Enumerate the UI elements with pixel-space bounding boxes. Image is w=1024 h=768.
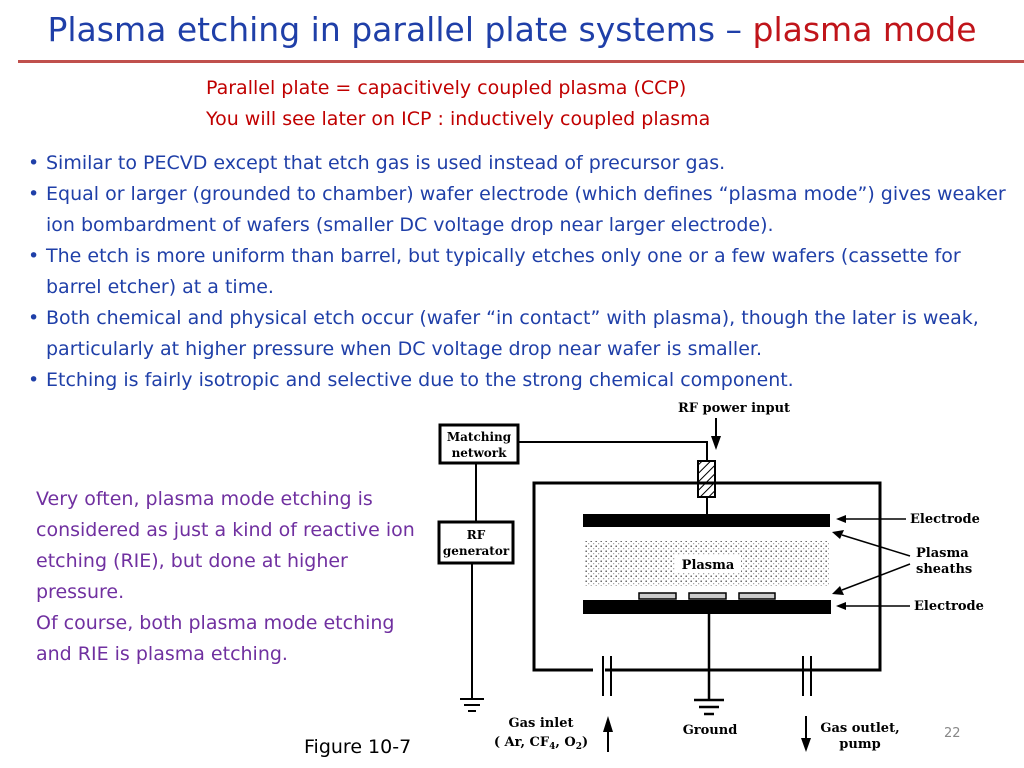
slide-title: Plasma etching in parallel plate systems… — [0, 10, 1024, 49]
ground-symbol-left — [460, 698, 484, 712]
title-accent: plasma mode — [752, 10, 977, 49]
gas-outlet-port — [802, 656, 812, 696]
electrode-pointer-bottom-arrow — [836, 602, 846, 610]
wafer — [688, 592, 727, 600]
matching-network-label: Matching — [447, 430, 512, 444]
gas-outlet-label: pump — [839, 737, 880, 752]
figure-caption: Figure 10-7 — [304, 736, 412, 758]
bullet-item: Equal or larger (grounded to chamber) wa… — [26, 179, 1016, 241]
icp-note: You will see later on ICP : inductively … — [206, 108, 711, 130]
plasma-sheaths-label: sheaths — [916, 562, 972, 577]
bullet-item: Similar to PECVD except that etch gas is… — [26, 148, 1016, 179]
matching-network-label: network — [452, 446, 508, 460]
gas-inlet-label: Gas inlet — [509, 716, 574, 731]
sheath-pointer-top-arrow — [832, 530, 844, 539]
plasma-sheaths-label: Plasma — [916, 546, 969, 561]
rf-generator-box — [437, 520, 515, 565]
gas-inlet-port — [593, 656, 612, 696]
electrode-label-top: Electrode — [910, 512, 980, 527]
bullet-item: The etch is more uniform than barrel, bu… — [26, 241, 1016, 303]
top-electrode — [583, 514, 830, 527]
matching-network-box — [438, 423, 520, 465]
bullet-list: Similar to PECVD except that etch gas is… — [26, 148, 1016, 396]
rf-power-input-label: RF power input — [678, 401, 790, 416]
matching-output-wire — [518, 441, 708, 461]
sheath-pointer-bottom — [841, 563, 911, 591]
rf-generator-label: RF — [467, 528, 486, 542]
title-main: Plasma etching in parallel plate systems… — [47, 10, 753, 49]
wafer — [738, 592, 776, 600]
gas-inlet-species: ( Ar, CF4, O2) — [494, 735, 588, 752]
gas-inlet-arrow — [603, 716, 613, 732]
sheath-pointer-top — [841, 534, 911, 557]
side-note-summary: Of course, both plasma mode etching and … — [36, 612, 395, 665]
side-note-rie: Very often, plasma mode etching is consi… — [36, 488, 415, 603]
rf-feedthrough — [697, 460, 716, 498]
electrode-label-bottom: Electrode — [914, 599, 984, 614]
gas-outlet-label: Gas outlet, — [820, 721, 899, 736]
plasma-label-bg — [675, 555, 741, 573]
bullet-item: Both chemical and physical etch occur (w… — [26, 303, 1016, 365]
wafer — [638, 592, 677, 600]
electrode-pointer-arrow — [836, 515, 846, 523]
plasma-label: Plasma — [682, 558, 735, 573]
ccp-note: Parallel plate = capacitively coupled pl… — [206, 77, 687, 99]
bullet-item: Etching is fairly isotropic and selectiv… — [26, 365, 1016, 396]
ground-symbol-center — [694, 698, 724, 716]
side-note: Very often, plasma mode etching is consi… — [36, 484, 416, 670]
title-divider — [18, 60, 1024, 63]
ground-label: Ground — [683, 723, 738, 738]
rf-input-arrow — [711, 436, 721, 450]
gas-outlet-arrow — [801, 738, 811, 752]
sheath-pointer-bottom-arrow — [832, 586, 844, 595]
bottom-electrode — [583, 600, 831, 614]
rf-generator-label: generator — [443, 544, 510, 558]
page-number: 22 — [944, 726, 961, 741]
